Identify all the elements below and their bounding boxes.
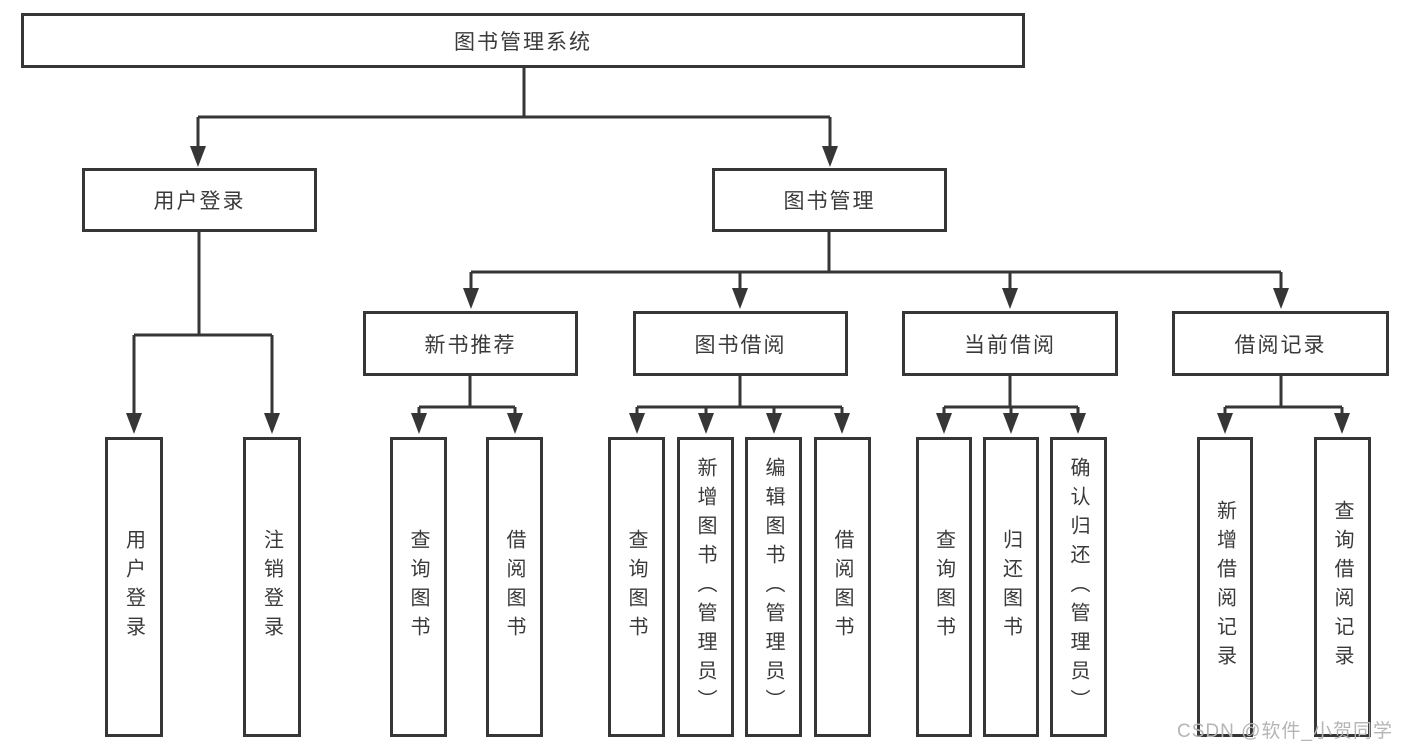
leaf-borrow-query-books: 查询图书 (608, 437, 665, 737)
node-book-management: 图书管理 (712, 168, 947, 232)
leaf-records-add-record: 新增借阅记录 (1197, 437, 1253, 737)
leaf-borrow-borrow-books: 借阅图书 (814, 437, 871, 737)
leaf-current-query-books: 查询图书 (916, 437, 972, 737)
node-current-borrow: 当前借阅 (902, 311, 1118, 376)
node-user-login: 用户登录 (82, 168, 317, 232)
leaf-current-return-books: 归还图书 (983, 437, 1039, 737)
leaf-user-login: 用户登录 (105, 437, 163, 737)
leaf-borrow-add-books-admin: 新增图书（管理员） (677, 437, 734, 737)
leaf-borrow-edit-books-admin: 编辑图书（管理员） (745, 437, 802, 737)
node-book-borrow: 图书借阅 (633, 311, 848, 376)
leaf-current-confirm-return-admin: 确认归还（管理员） (1050, 437, 1107, 737)
watermark: CSDN @软件_小贺同学 (1177, 721, 1393, 742)
leaf-recommend-borrow-books: 借阅图书 (486, 437, 543, 737)
node-new-book-recommend: 新书推荐 (363, 311, 578, 376)
leaf-recommend-query-books: 查询图书 (390, 437, 447, 737)
leaf-records-query-record: 查询借阅记录 (1314, 437, 1371, 737)
leaf-logout: 注销登录 (243, 437, 301, 737)
node-borrow-records: 借阅记录 (1172, 311, 1389, 376)
node-root: 图书管理系统 (21, 13, 1025, 68)
